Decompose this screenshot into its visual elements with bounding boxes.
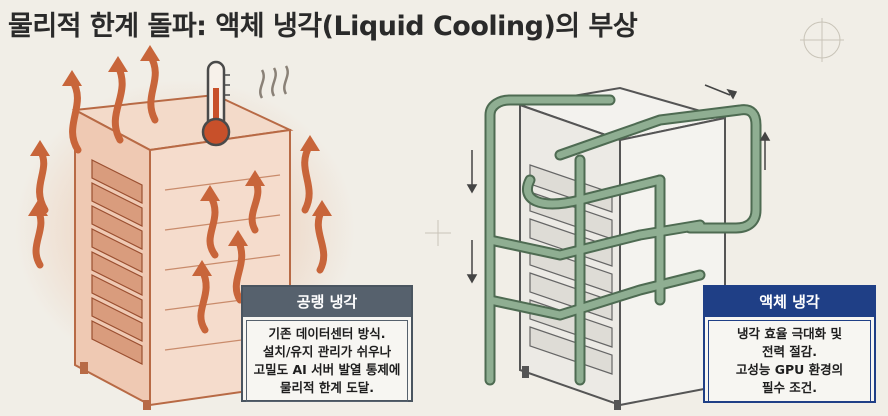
liquid-cooling-card: 액체 냉각 냉각 효율 극대화 및 전력 절감. 고성능 GPU 환경의 필수 …: [703, 285, 876, 403]
thermometer-icon: [201, 60, 231, 147]
crosshair-decoration: [425, 18, 844, 246]
description-line: 고성능 GPU 환경의: [735, 362, 844, 377]
liquid-cooling-description: 냉각 효율 극대화 및 전력 절감. 고성능 GPU 환경의 필수 조건.: [708, 320, 871, 402]
liquid-cooling-heading: 액체 냉각: [705, 287, 874, 317]
air-cooling-heading: 공랭 냉각: [243, 287, 411, 317]
description-line: 고밀도 AI 서버 발열 통제에: [253, 362, 401, 377]
air-cooling-card: 공랭 냉각 기존 데이터센터 방식. 설치/유지 관리가 쉬우나 고밀도 AI …: [241, 285, 413, 402]
description-line: 필수 조건.: [761, 380, 818, 395]
heat-arrow-heads: [28, 45, 332, 276]
description-line: 설치/유지 관리가 쉬우나: [262, 344, 392, 359]
page-title: 물리적 한계 돌파: 액체 냉각(Liquid Cooling)의 부상: [8, 11, 638, 42]
description-line: 기존 데이터센터 방식.: [268, 326, 386, 341]
heat-wave-icon: [259, 65, 289, 99]
description-line: 물리적 한계 도달.: [280, 380, 374, 395]
description-line: 전력 절감.: [761, 344, 818, 359]
coolant-pipe-icon: [484, 94, 762, 386]
air-cooling-description: 기존 데이터센터 방식. 설치/유지 관리가 쉬우나 고밀도 AI 서버 발열 …: [246, 320, 408, 402]
flow-arrow-icon: [466, 84, 771, 284]
description-line: 냉각 효율 극대화 및: [736, 326, 843, 341]
